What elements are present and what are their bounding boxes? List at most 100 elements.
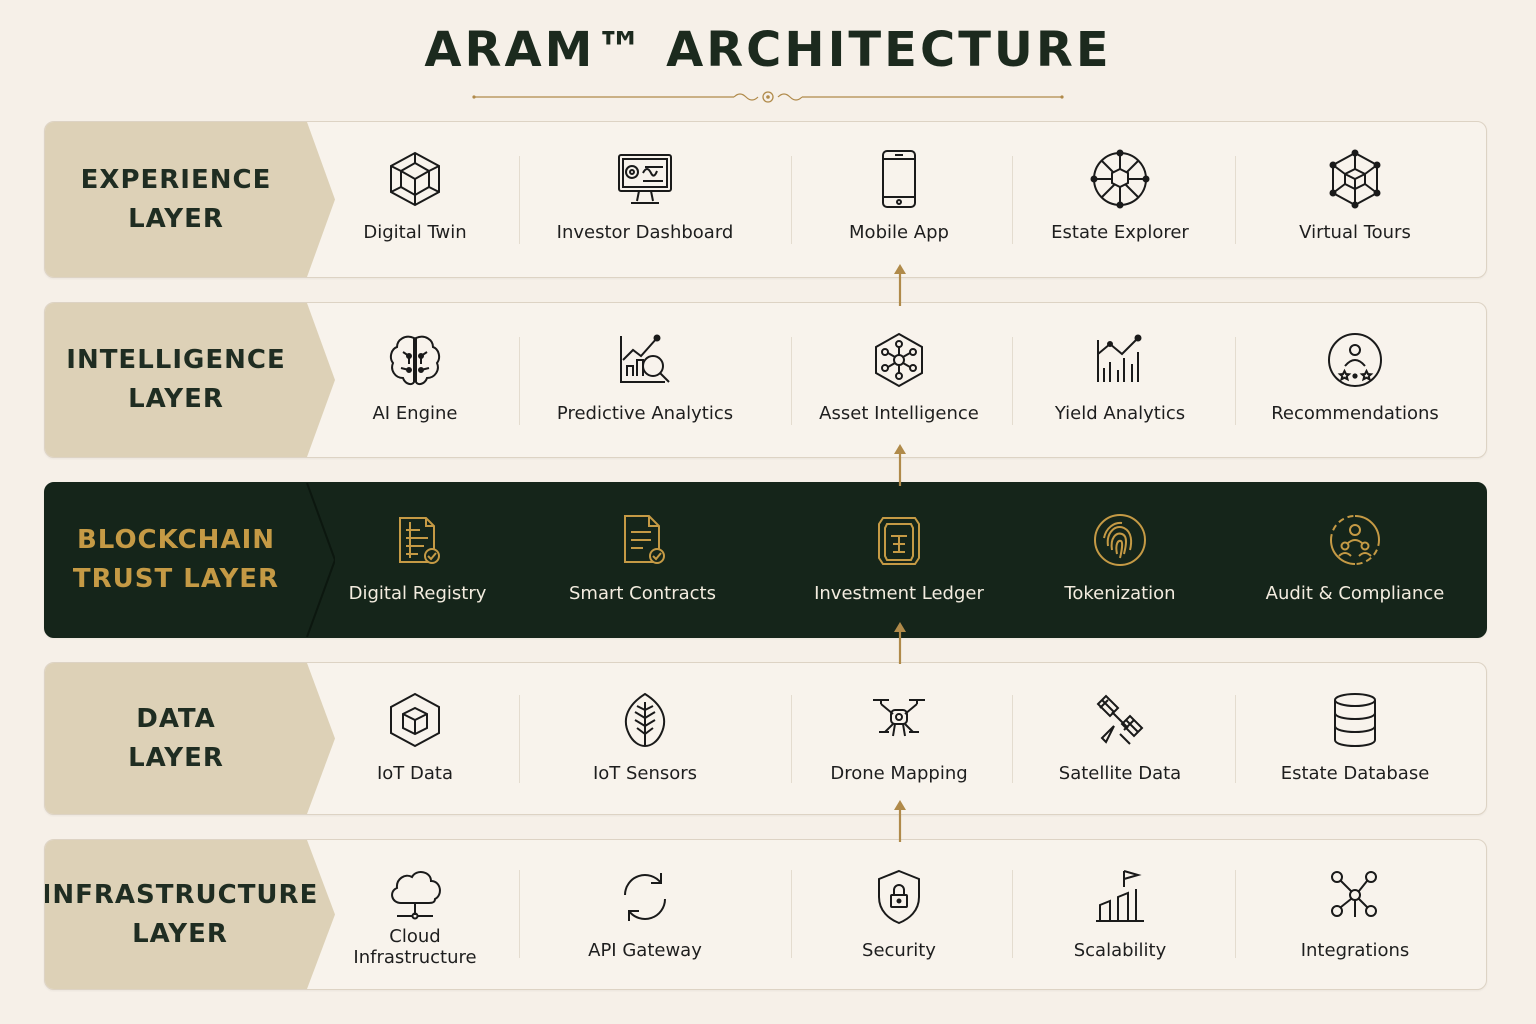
- layer-label: INFRASTRUCTURE LAYER: [45, 840, 335, 989]
- component-label: Digital Twin: [363, 222, 467, 243]
- fingerprint-icon: [1090, 507, 1150, 573]
- chart-magnifier-icon: [615, 327, 675, 393]
- cloud-icon: [385, 866, 445, 924]
- layer-label-line2: LAYER: [132, 918, 228, 949]
- layer-label-line2: LAYER: [128, 384, 224, 414]
- layer-label-line2: LAYER: [128, 742, 224, 773]
- component-label: Digital Registry: [348, 583, 487, 604]
- intelligence-layer: INTELLIGENCE LAYER AI Engine Predictive …: [44, 302, 1487, 458]
- experience-layer: EXPERIENCE LAYER Digital Twin Investor D…: [44, 121, 1487, 278]
- component-ai-engine[interactable]: AI Engine: [335, 303, 495, 457]
- layer-label: DATA LAYER: [45, 663, 335, 814]
- component-label: Mobile App: [849, 222, 949, 243]
- component-drone-mapping[interactable]: Drone Mapping: [819, 663, 979, 814]
- component-label: Integrations: [1300, 940, 1410, 961]
- audit-people-icon: [1325, 507, 1385, 573]
- nodes-icon: [1325, 864, 1385, 930]
- component-scalability[interactable]: Scalability: [1035, 840, 1205, 989]
- component-virtual-tours[interactable]: Virtual Tours: [1265, 122, 1445, 277]
- layer-label: EXPERIENCE LAYER: [45, 122, 335, 277]
- component-cloud-infrastructure[interactable]: Cloud Infrastructure: [335, 840, 495, 989]
- component-digital-registry[interactable]: Digital Registry: [335, 483, 500, 637]
- component-iot-data[interactable]: IoT Data: [335, 663, 495, 814]
- component-investment-ledger[interactable]: Investment Ledger: [799, 483, 999, 637]
- database-icon: [1325, 687, 1385, 753]
- layer-label-line1: EXPERIENCE: [80, 164, 272, 195]
- leaf-sensor-icon: [615, 687, 675, 753]
- arrow-up-icon: [894, 800, 906, 842]
- cube-icon: [385, 146, 445, 212]
- component-label: Drone Mapping: [830, 763, 968, 784]
- component-label: Tokenization: [1064, 583, 1176, 604]
- ledger-icon: [869, 507, 929, 573]
- sync-arrows-icon: [615, 864, 675, 930]
- component-predictive-analytics[interactable]: Predictive Analytics: [540, 303, 750, 457]
- component-label: AI Engine: [372, 403, 458, 424]
- component-iot-sensors[interactable]: IoT Sensors: [550, 663, 740, 814]
- component-label: IoT Data: [376, 763, 454, 784]
- component-label: Predictive Analytics: [556, 403, 734, 424]
- component-label: Satellite Data: [1058, 763, 1182, 784]
- drone-icon: [869, 687, 929, 753]
- smartphone-icon: [869, 146, 929, 212]
- component-label: Virtual Tours: [1299, 222, 1411, 243]
- component-satellite-data[interactable]: Satellite Data: [1035, 663, 1205, 814]
- hexagon-network-icon: [869, 327, 929, 393]
- page-title: ARAM™ ARCHITECTURE: [424, 22, 1112, 78]
- component-smart-contracts[interactable]: Smart Contracts: [555, 483, 730, 637]
- blockchain-trust-layer: BLOCKCHAIN TRUST LAYER Digital Registry …: [44, 482, 1487, 638]
- component-digital-twin[interactable]: Digital Twin: [335, 122, 495, 277]
- component-integrations[interactable]: Integrations: [1265, 840, 1445, 989]
- layer-label-line2: TRUST LAYER: [72, 564, 280, 594]
- bar-chart-trend-icon: [1090, 327, 1150, 393]
- component-security[interactable]: Security: [819, 840, 979, 989]
- layer-label-line1: BLOCKCHAIN: [76, 525, 276, 555]
- component-label: Estate Explorer: [1051, 222, 1189, 243]
- component-recommendations[interactable]: Recommendations: [1265, 303, 1445, 457]
- component-investor-dashboard[interactable]: Investor Dashboard: [540, 122, 750, 277]
- component-label: Smart Contracts: [569, 583, 716, 604]
- component-label-line1: Cloud: [389, 926, 441, 947]
- component-asset-intelligence[interactable]: Asset Intelligence: [799, 303, 999, 457]
- component-label: IoT Sensors: [592, 763, 698, 784]
- component-tokenization[interactable]: Tokenization: [1035, 483, 1205, 637]
- layer-label-line2: LAYER: [128, 203, 224, 234]
- component-label-line2: Infrastructure: [353, 947, 477, 968]
- contract-check-icon: [613, 507, 673, 573]
- component-label: Audit & Compliance: [1265, 583, 1445, 604]
- component-label: Scalability: [1073, 940, 1167, 961]
- layer-label: INTELLIGENCE LAYER: [45, 303, 335, 457]
- component-label: Cloud Infrastructure: [353, 926, 476, 968]
- component-mobile-app[interactable]: Mobile App: [819, 122, 979, 277]
- component-label: Recommendations: [1271, 403, 1439, 424]
- layer-label-line1: INFRASTRUCTURE: [44, 879, 319, 910]
- arrow-up-icon: [894, 444, 906, 486]
- component-audit-compliance[interactable]: Audit & Compliance: [1260, 483, 1450, 637]
- layer-label-line1: INTELLIGENCE: [66, 345, 286, 375]
- component-api-gateway[interactable]: API Gateway: [550, 840, 740, 989]
- component-label: Yield Analytics: [1054, 403, 1186, 424]
- component-yield-analytics[interactable]: Yield Analytics: [1035, 303, 1205, 457]
- component-estate-explorer[interactable]: Estate Explorer: [1035, 122, 1205, 277]
- data-layer: DATA LAYER IoT Data IoT Sensors Drone Ma…: [44, 662, 1487, 815]
- component-label: Asset Intelligence: [819, 403, 979, 424]
- layer-label: BLOCKCHAIN TRUST LAYER: [45, 483, 335, 637]
- satellite-icon: [1090, 687, 1150, 753]
- globe-network-icon: [1090, 146, 1150, 212]
- arrow-up-icon: [894, 622, 906, 664]
- component-label: Estate Database: [1280, 763, 1430, 784]
- divider-ornament: [472, 91, 1064, 103]
- component-label: Investment Ledger: [814, 583, 984, 604]
- monitor-dashboard-icon: [615, 146, 675, 212]
- brain-icon: [385, 327, 445, 393]
- shield-lock-icon: [869, 864, 929, 930]
- user-stars-icon: [1325, 327, 1385, 393]
- component-estate-database[interactable]: Estate Database: [1265, 663, 1445, 814]
- iot-cube-icon: [385, 687, 445, 753]
- layer-label-line1: DATA: [136, 703, 216, 734]
- component-label: API Gateway: [588, 940, 702, 961]
- component-label: Security: [862, 940, 936, 961]
- cube-network-icon: [1325, 146, 1385, 212]
- component-label: Investor Dashboard: [556, 222, 734, 243]
- flag-bars-icon: [1090, 864, 1150, 930]
